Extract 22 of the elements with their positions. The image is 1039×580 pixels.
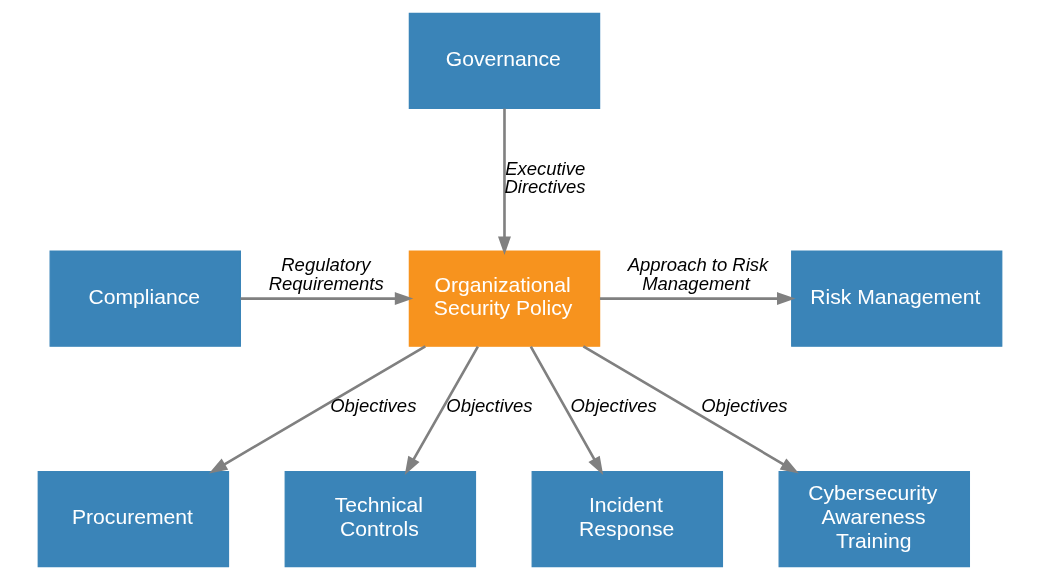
node-box: Incident Response: [531, 470, 723, 568]
node-box: Procurement: [37, 470, 229, 568]
node-box: Compliance: [49, 250, 241, 347]
arrow: [404, 346, 479, 475]
node-box: Technical Controls: [284, 470, 476, 568]
edge-label: Objectives: [700, 395, 787, 417]
arrow: [529, 346, 603, 475]
arrow: [208, 345, 426, 474]
edge-label: Objectives: [445, 395, 533, 417]
edge-label: Objectives: [570, 395, 657, 417]
node-box: Risk Management: [790, 250, 1002, 347]
arrow: [240, 292, 413, 306]
arrow: [582, 345, 799, 474]
edge-label: Regulatory Requirements: [268, 254, 384, 294]
edge-label: Approach to Risk Management: [627, 254, 768, 294]
edge-label: Objectives: [329, 395, 416, 417]
node-box: Organizational Security Policy: [408, 250, 600, 347]
arrow: [599, 292, 795, 306]
node-box: Governance: [408, 12, 600, 110]
arrow: [497, 108, 511, 255]
node-box: Cybersecurity Awareness Training: [778, 470, 970, 568]
edge-label: Executive Directives: [503, 157, 586, 198]
